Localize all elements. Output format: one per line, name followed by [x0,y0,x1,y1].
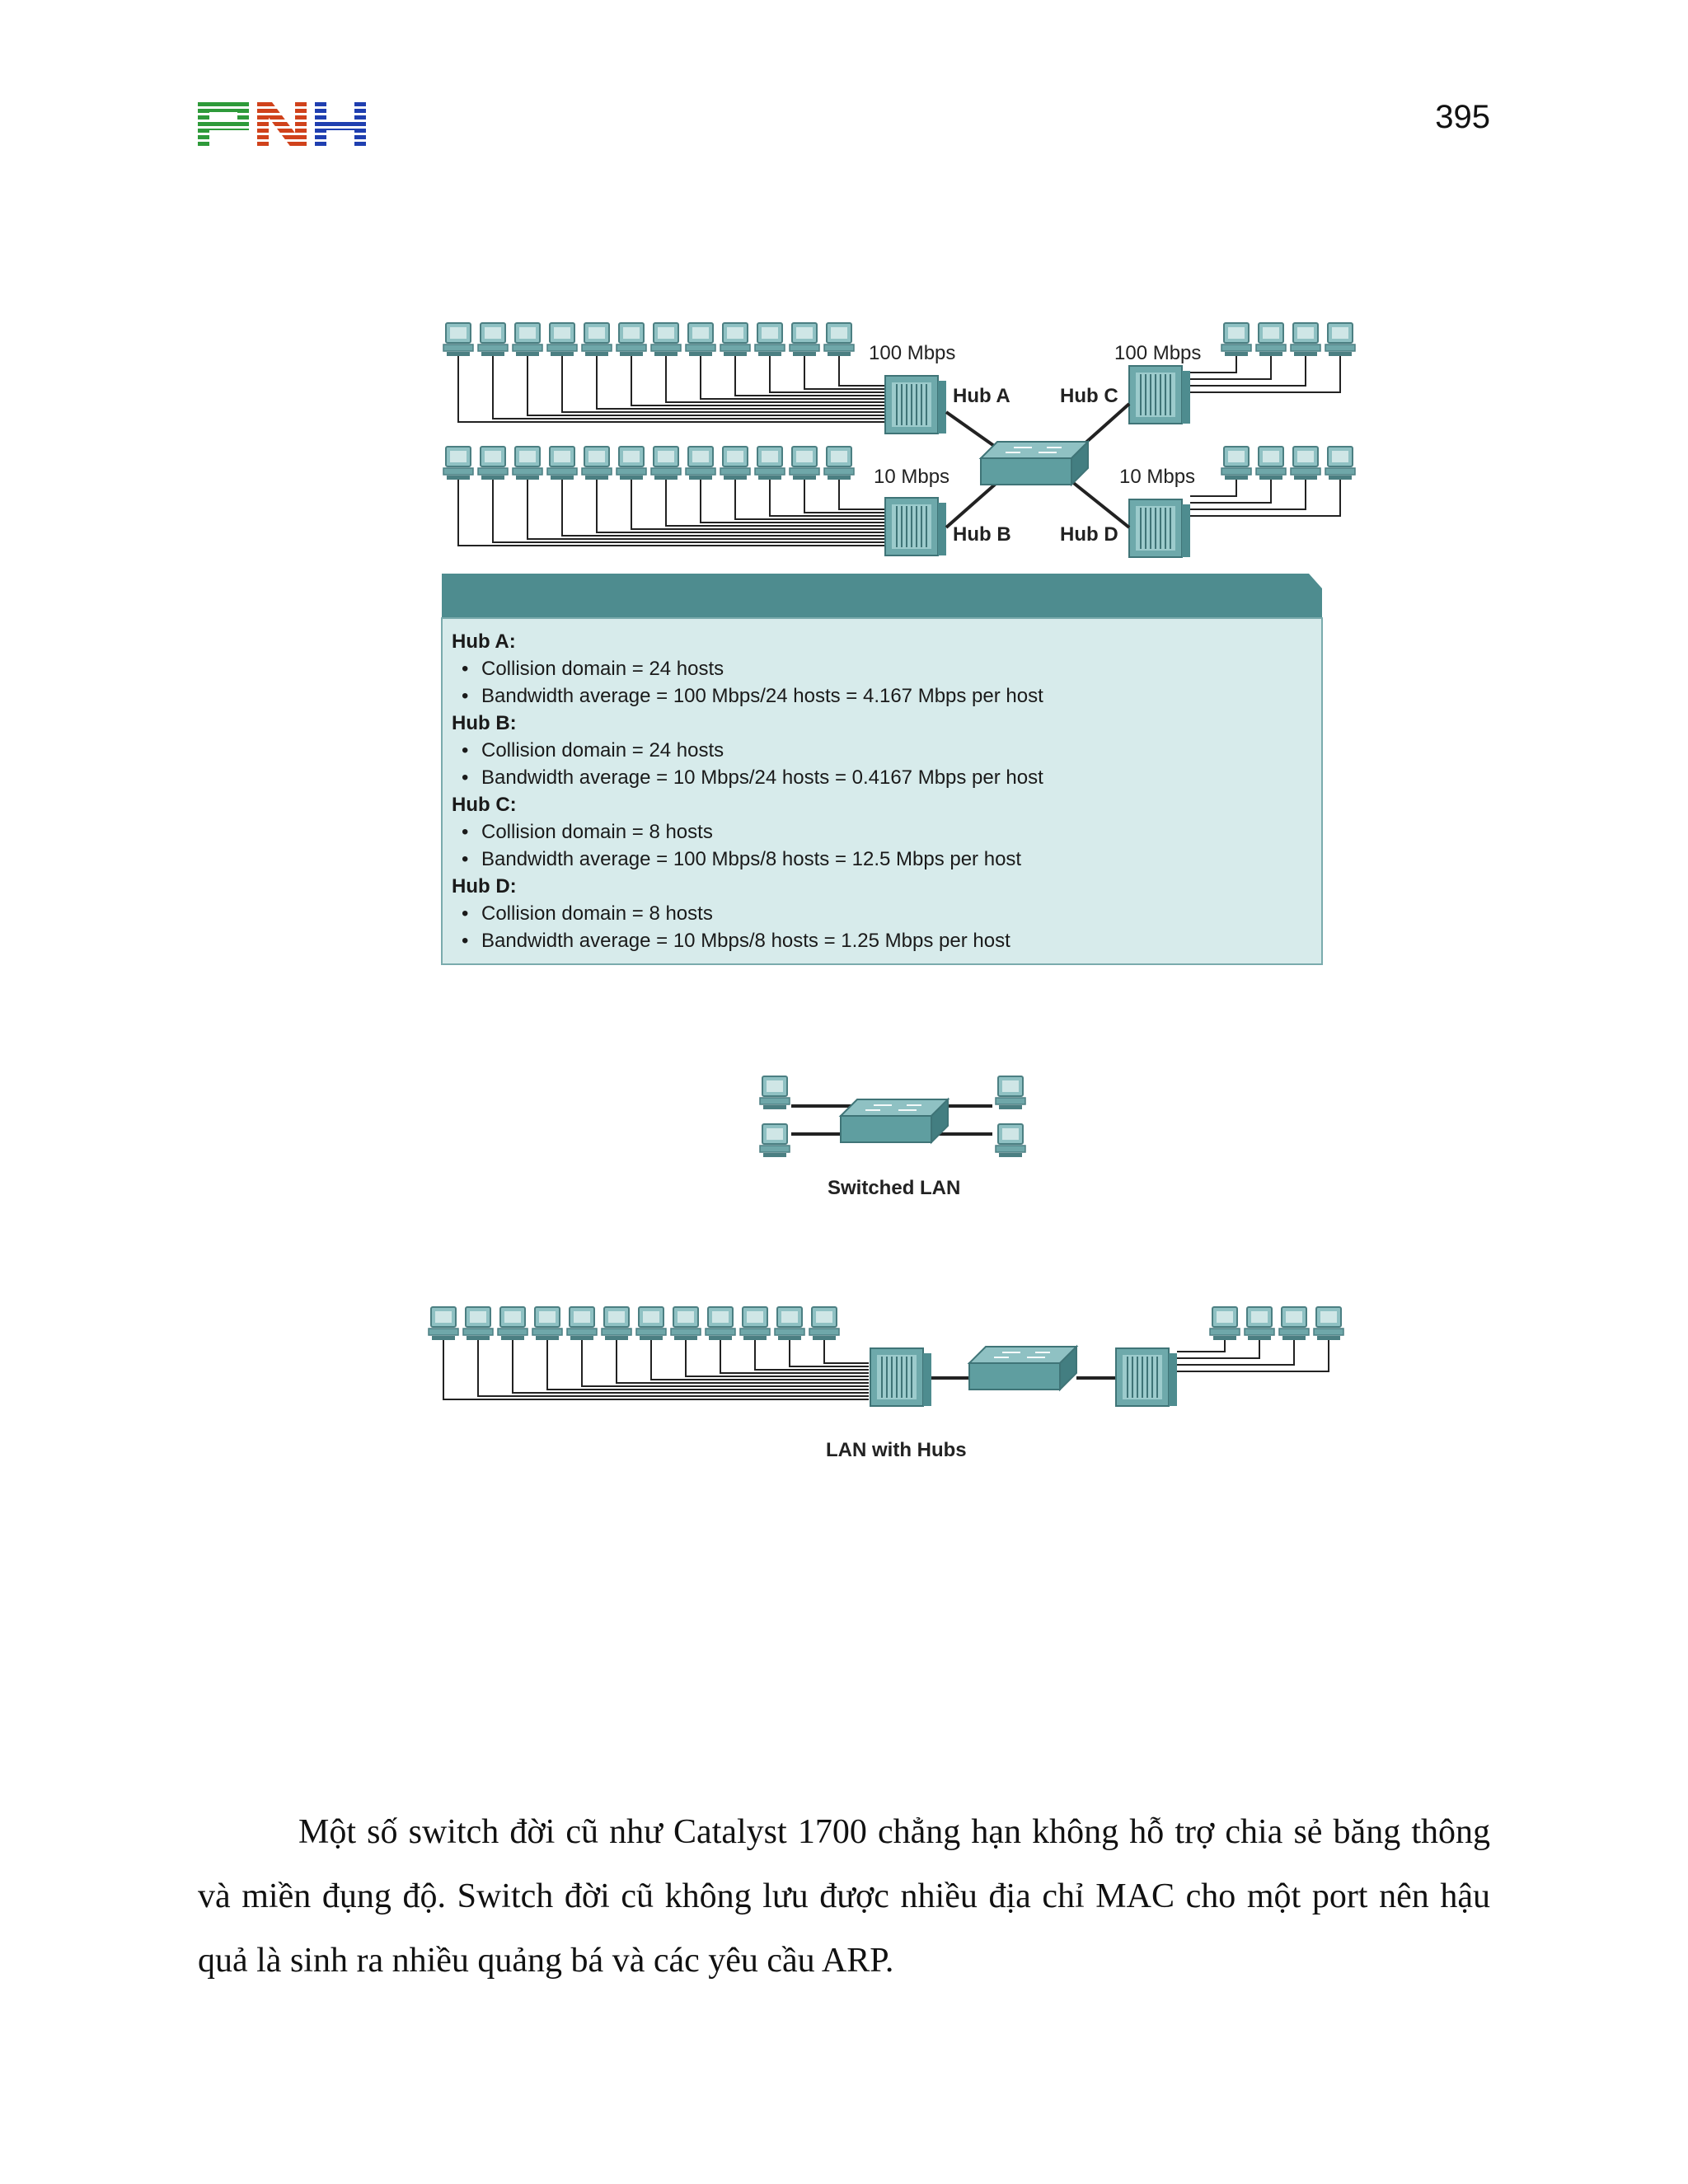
hub-b-label: Hub B [953,523,1011,546]
hub-b-hosts [443,446,855,480]
body-paragraph-container: Một số switch đời cũ như Catalyst 1700 c… [198,1800,1490,1993]
switched-lan-diagram [759,1076,1026,1158]
hub-d-info: Hub D: Collision domain = 8 hosts Bandwi… [452,873,1322,954]
hub-a-label: Hub A [953,385,1010,407]
hub-d-cables [1190,480,1341,517]
page-number: 395 [1435,99,1490,135]
hub-a-cables [457,356,885,423]
hub-d-collision: Collision domain = 8 hosts [452,900,1322,927]
hub-info-text: Hub A: Collision domain = 24 hosts Bandw… [442,626,1322,963]
body-paragraph: Một số switch đời cũ như Catalyst 1700 c… [198,1813,1490,1980]
left-hosts [428,1306,840,1341]
hub-d-device [1128,499,1191,558]
hub-a-collision: Collision domain = 24 hosts [452,655,1322,682]
hub-c-bandwidth: Bandwidth average = 100 Mbps/8 hosts = 1… [452,846,1322,873]
hub-a-bandwidth: Bandwidth average = 100 Mbps/24 hosts = … [452,682,1322,710]
hub-c-hosts [1221,322,1356,357]
hub-c-cables [1190,356,1341,393]
hub-c-label: Hub C [1060,385,1118,407]
hub-c-title: Hub C: [452,794,517,816]
hub-a-info: Hub A: Collision domain = 24 hosts Bandw… [452,628,1322,710]
hub-b-speed: 10 Mbps [874,466,950,488]
hub-b-device [884,497,947,556]
hub-d-bandwidth: Bandwidth average = 10 Mbps/8 hosts = 1.… [452,927,1322,954]
hub-b-collision: Collision domain = 24 hosts [452,737,1322,764]
hub-d-label: Hub D [1060,523,1118,546]
hub-a-speed: 100 Mbps [869,342,955,364]
hub-b-info: Hub B: Collision domain = 24 hosts Bandw… [452,710,1322,791]
hub-d-hosts [1221,446,1356,480]
lan-with-hubs-caption: LAN with Hubs [826,1439,967,1461]
central-switch [980,441,1089,485]
hub-c-device [1128,365,1191,424]
hub-c-speed: 100 Mbps [1114,342,1201,364]
lan-with-hubs-diagram [428,1306,1344,1407]
hub-b-bandwidth: Bandwidth average = 10 Mbps/24 hosts = 0… [452,764,1322,791]
hub-a-title: Hub A: [452,630,516,653]
pnh-logo [198,102,366,148]
hub-a-hosts [443,322,855,357]
switched-lan-caption: Switched LAN [828,1177,961,1199]
hub-b-title: Hub B: [452,712,517,734]
hub-c-info: Hub C: Collision domain = 8 hosts Bandwi… [452,791,1322,873]
hub-d-title: Hub D: [452,875,517,898]
hub-b-cables [457,480,885,546]
hub-d-speed: 10 Mbps [1119,466,1195,488]
hub-c-collision: Collision domain = 8 hosts [452,818,1322,846]
hub-a-device [884,375,947,434]
right-hosts [1209,1306,1344,1341]
